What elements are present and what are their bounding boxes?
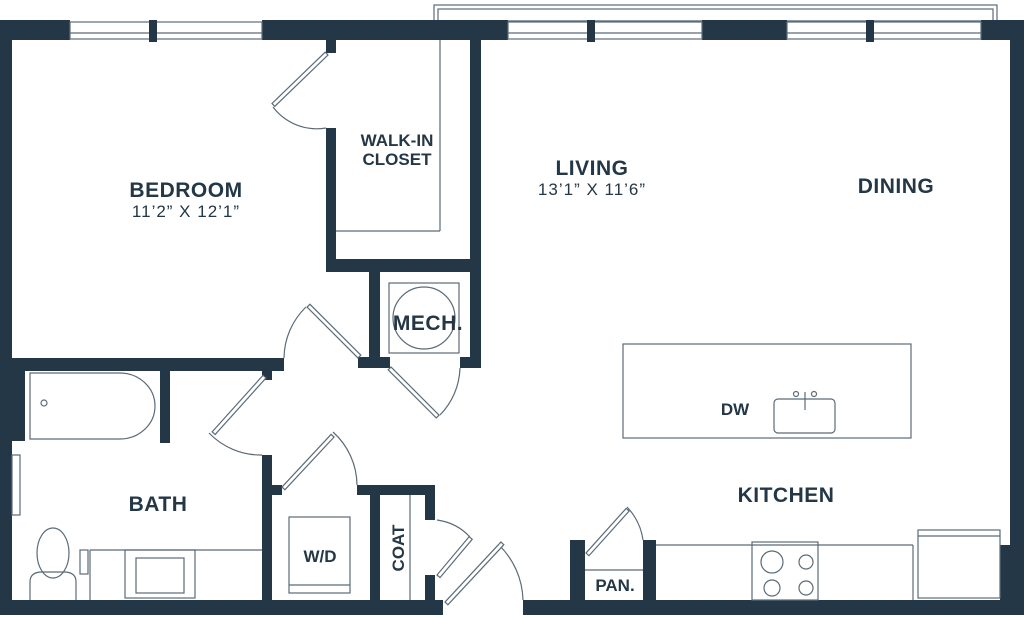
interior-walls — [0, 40, 656, 600]
fixtures — [29, 40, 1001, 601]
living-label: LIVING — [555, 157, 628, 180]
bath-label: BATH — [129, 493, 188, 516]
kitchen-label: KITCHEN — [738, 484, 835, 507]
coat-label: COAT — [389, 524, 408, 572]
wd-label: W/D — [303, 547, 336, 566]
washer-dryer — [288, 516, 351, 594]
bedroom-label: BEDROOM — [129, 179, 242, 202]
dining-label: DINING — [858, 175, 935, 198]
kitchen-island — [622, 343, 912, 439]
bath-sink — [124, 549, 196, 599]
exterior-walls — [0, 20, 1024, 615]
pantry-label: PAN. — [595, 576, 634, 595]
stove — [751, 541, 819, 601]
mech-unit — [388, 282, 460, 354]
bathtub — [29, 372, 156, 440]
living-dimensions: 13’1” X 11’6” — [538, 180, 646, 199]
doors — [208, 51, 644, 606]
windows — [11, 20, 982, 516]
mech-label: MECH. — [393, 312, 463, 335]
bedroom-dimensions: 11’2” X 12’1” — [132, 202, 240, 221]
refrigerator — [917, 529, 1001, 599]
dishwasher-label: DW — [721, 400, 750, 419]
toilet — [36, 527, 70, 579]
balcony-rail — [433, 4, 998, 22]
walk-in-closet-label-2: CLOSET — [363, 150, 433, 169]
walk-in-closet-label-1: WALK-IN — [361, 131, 434, 150]
